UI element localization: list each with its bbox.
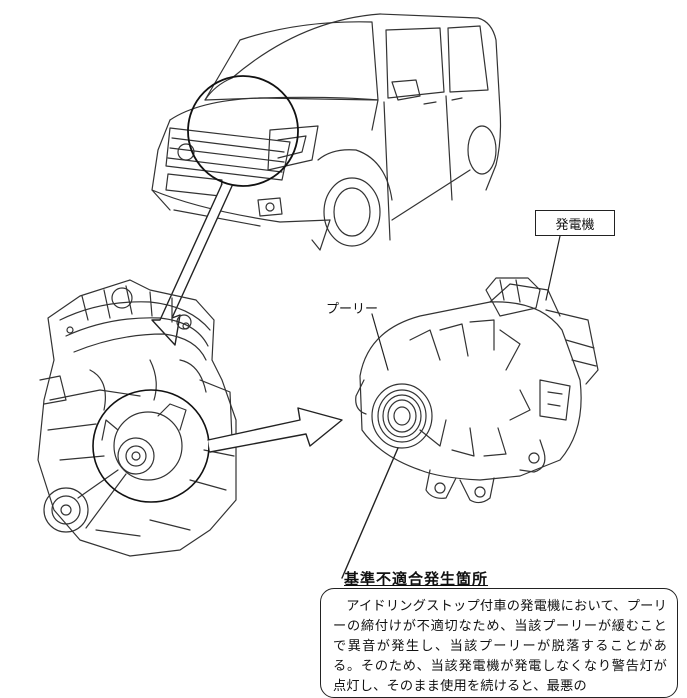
section-title: 基準不適合発生箇所: [344, 570, 489, 588]
pulley-label: プーリー: [326, 302, 379, 317]
illustration: [37, 13, 599, 579]
highlight-circle: [187, 75, 299, 187]
description-text: アイドリングストップ付車の発電機において、プーリーの締付けが不適切なため、当該プ…: [333, 599, 667, 694]
generator-label: 発電機: [535, 210, 615, 236]
generator-drawing: [355, 277, 599, 504]
van-drawing: [151, 13, 502, 251]
engine-drawing: [37, 279, 237, 557]
generator-label-text: 発電機: [555, 217, 595, 233]
description-box: アイドリングストップ付車の発電機において、プーリーの締付けが不適切なため、当該プ…: [320, 588, 678, 698]
